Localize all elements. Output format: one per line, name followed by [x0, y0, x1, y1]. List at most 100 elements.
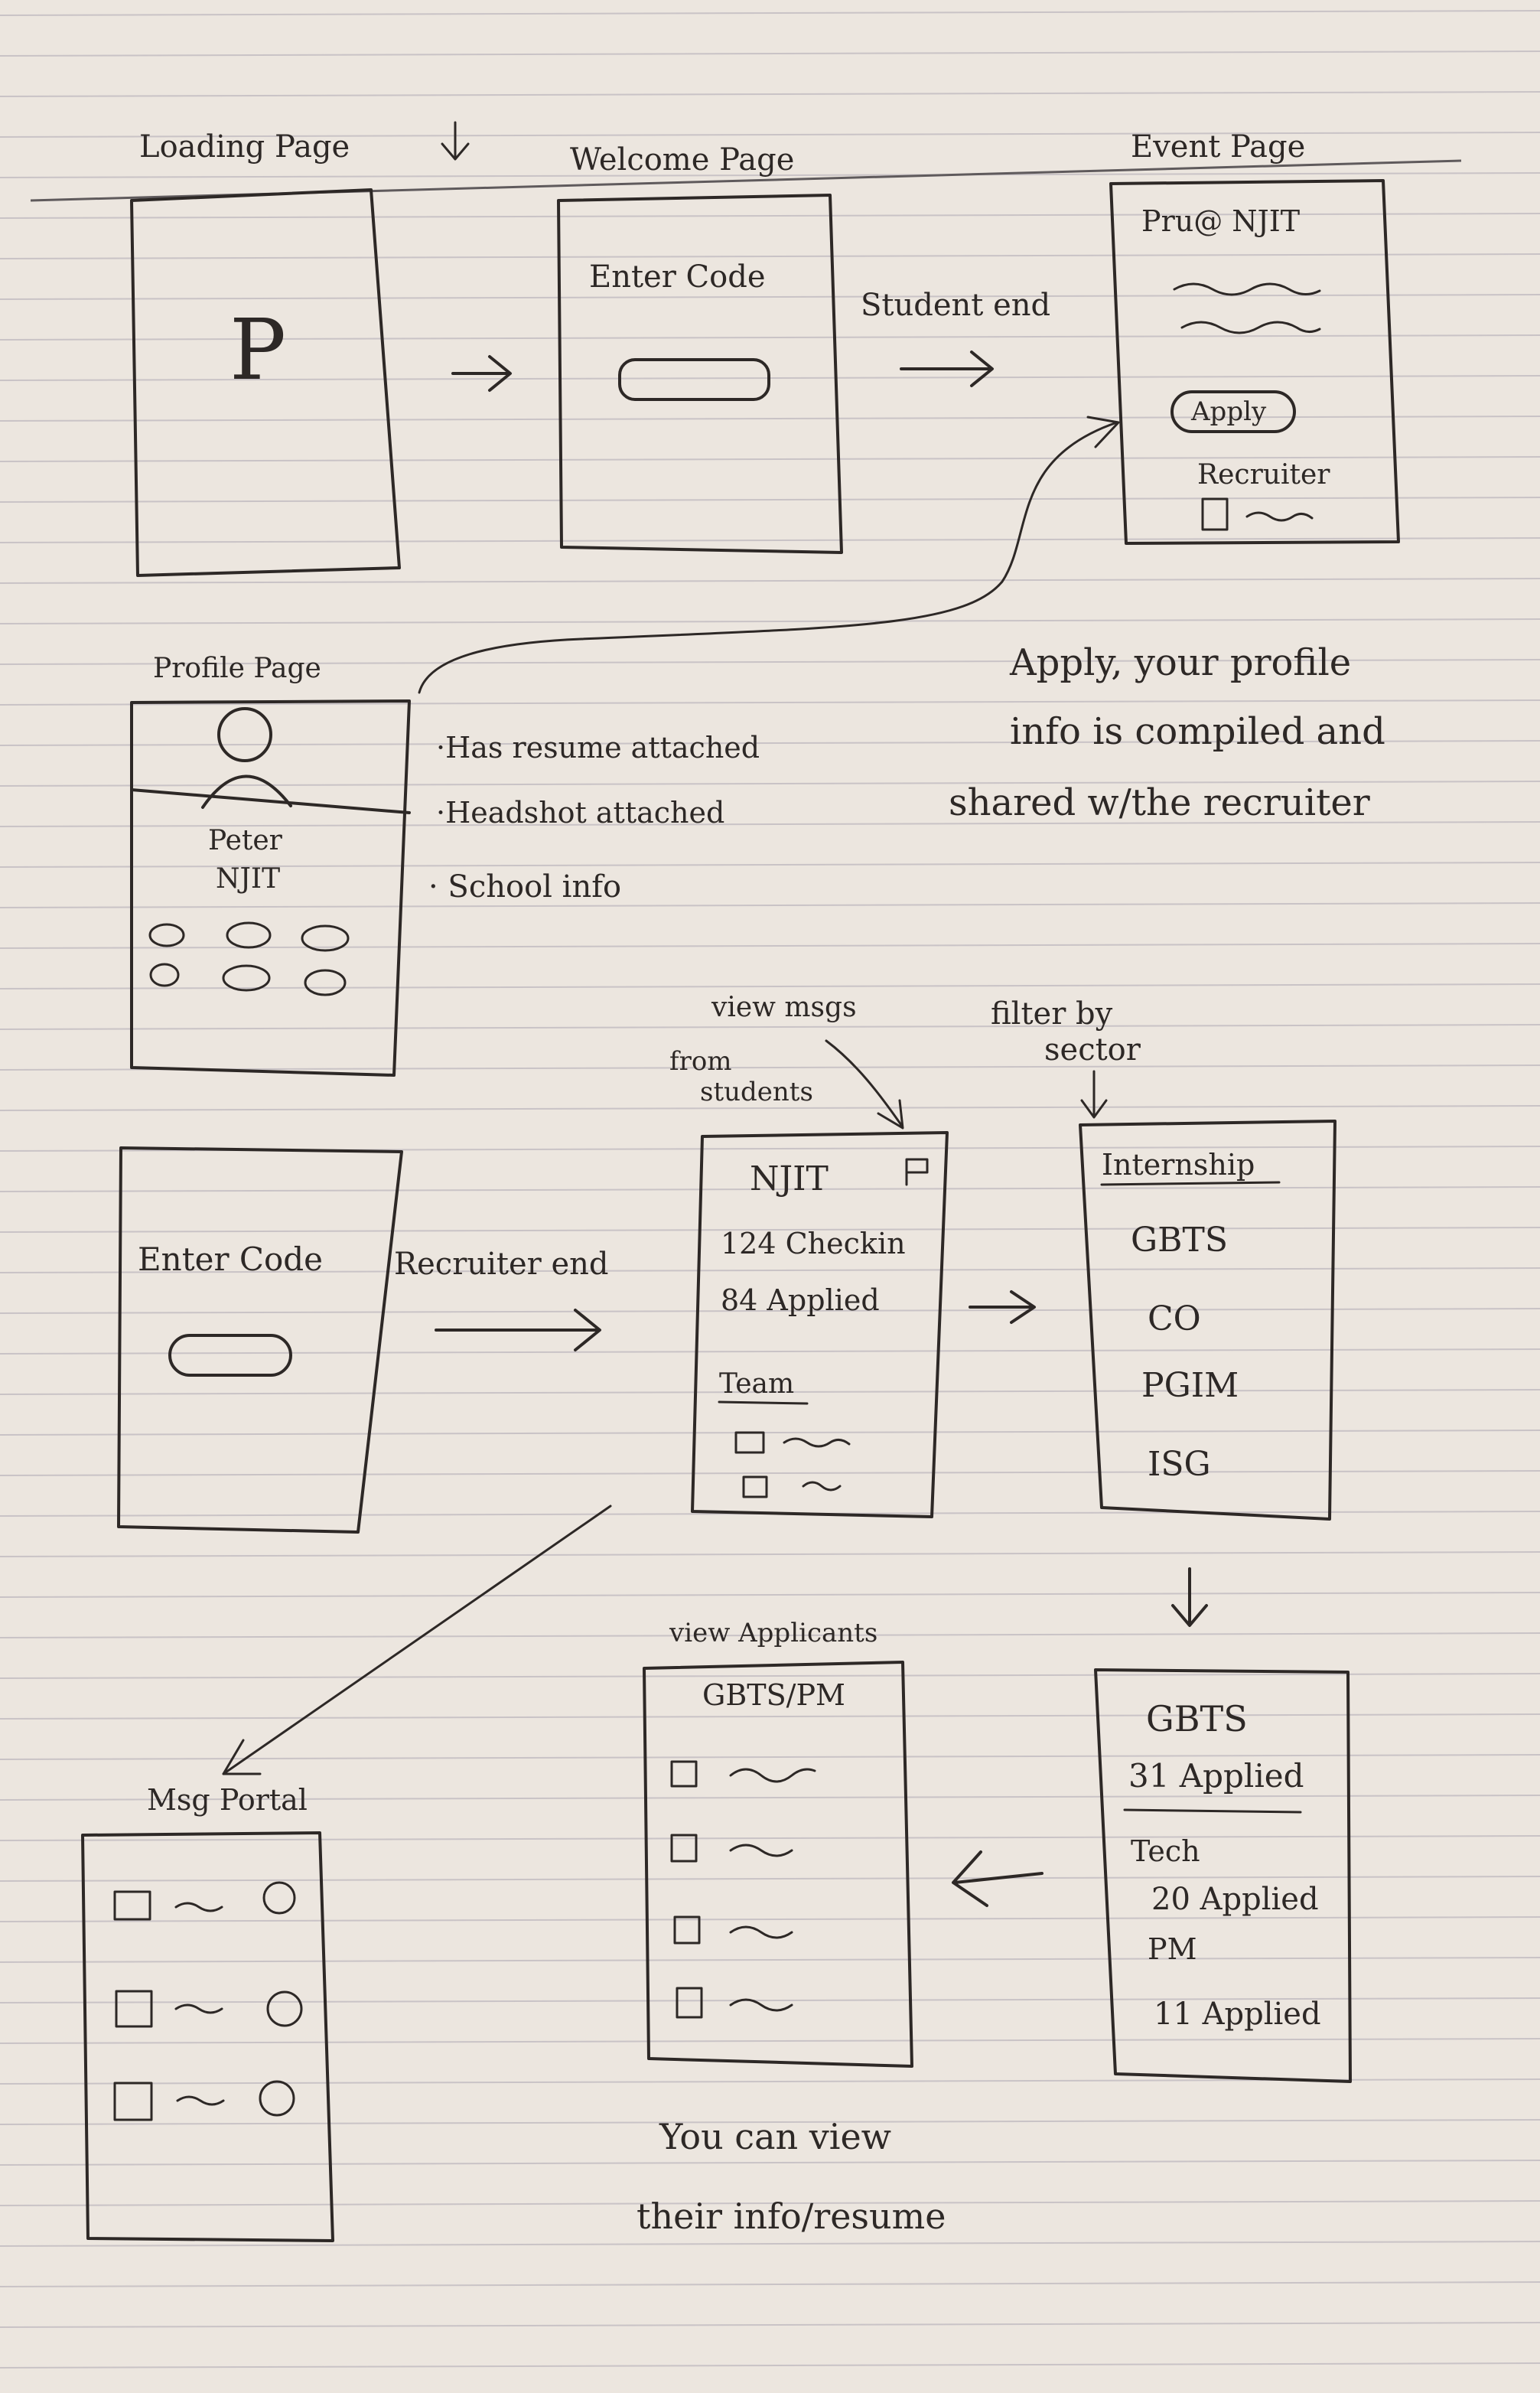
applicant-1-squiggle: [729, 1768, 816, 1783]
loading-page-title: Loading Page: [139, 129, 350, 165]
message-3-avatar-icon: [113, 2082, 153, 2121]
arrow-filter: [1080, 1070, 1108, 1119]
profile-note-school: · School info: [428, 869, 621, 905]
team-member-2-avatar-icon: [742, 1475, 768, 1498]
profile-badge-5: [222, 964, 271, 992]
dashboard-team-label: Team: [719, 1368, 794, 1400]
message-3-alert-icon[interactable]: [259, 2080, 295, 2117]
group-tech-name: Tech: [1131, 1834, 1200, 1868]
welcome-page-title: Welcome Page: [570, 142, 794, 178]
ruled-line: [0, 2241, 1540, 2247]
message-2-avatar-icon: [115, 1990, 153, 2028]
recruiter-dashboard-frame: [691, 1131, 949, 1518]
sector-detail-divider: [1123, 1808, 1302, 1814]
welcome-page-frame: [557, 194, 843, 554]
loading-logo: P: [230, 301, 286, 399]
sector-list-title: Internship: [1102, 1148, 1255, 1182]
sector-item-co[interactable]: CO: [1148, 1299, 1201, 1338]
ruled-line: [0, 2322, 1540, 2328]
ruled-line: [0, 1916, 1540, 1922]
group-pm-name[interactable]: PM: [1148, 1932, 1197, 1966]
ruled-line: [0, 781, 1540, 787]
arrow-loading-to-welcome: [451, 355, 512, 392]
applicant-3-avatar-icon[interactable]: [673, 1915, 701, 1945]
applicants-title: GBTS/PM: [702, 1678, 845, 1712]
ruled-line: [0, 578, 1540, 584]
ruled-line: [0, 1592, 1540, 1598]
ruled-line: [0, 1024, 1540, 1030]
event-description-squiggle-1: [1173, 282, 1321, 296]
dashboard-checked-in: 124 Checkin: [721, 1227, 906, 1260]
recruiter-name-squiggle: [1245, 511, 1314, 522]
arrow-detail-to-applicants: [952, 1850, 1043, 1907]
welcome-code-input[interactable]: [618, 358, 770, 401]
profile-badge-6: [304, 969, 347, 996]
ruled-line: [0, 1876, 1540, 1882]
ruled-line: [0, 213, 1540, 219]
ruled-line: [0, 1105, 1540, 1111]
from-students-note-line2: students: [700, 1077, 813, 1107]
applicant-1-avatar-icon[interactable]: [670, 1760, 698, 1788]
profile-note-headshot: ·Headshot attached: [436, 796, 724, 830]
message-3-squiggle: [176, 2095, 225, 2106]
ruled-line: [0, 132, 1540, 138]
ruled-line: [0, 1795, 1540, 1801]
apply-button-label: Apply: [1190, 396, 1267, 427]
sector-detail-applied: 31 Applied: [1128, 1757, 1304, 1795]
arrow-dashboard-to-msg-portal: [222, 1505, 612, 1775]
ruled-line: [0, 91, 1540, 97]
ruled-line: [0, 2038, 1540, 2044]
event-header: Pru@ NJIT: [1141, 204, 1300, 238]
ruled-line: [0, 2362, 1540, 2369]
team-member-1-avatar-icon: [734, 1431, 765, 1454]
ruled-line: [0, 10, 1540, 16]
team-member-1-squiggle: [783, 1437, 851, 1448]
applicant-4-squiggle: [729, 1998, 793, 2012]
apply-button[interactable]: [1170, 390, 1296, 433]
msg-portal-frame: [81, 1831, 334, 2242]
ruled-line: [0, 1267, 1540, 1273]
message-1-alert-icon[interactable]: [262, 1881, 296, 1915]
profile-note-resume: ·Has resume attached: [436, 731, 760, 765]
msg-portal-title: Msg Portal: [147, 1783, 308, 1817]
filter-note-line1: filter by: [991, 996, 1113, 1032]
message-2-alert-icon[interactable]: [266, 1990, 303, 2027]
message-2-squiggle: [174, 2003, 223, 2014]
ruled-line: [0, 1430, 1540, 1436]
recruiter-avatar-icon: [1201, 497, 1229, 531]
messages-flag-icon[interactable]: [905, 1158, 929, 1186]
event-description-squiggle-2: [1180, 321, 1321, 334]
recruiter-code-input[interactable]: [168, 1334, 292, 1377]
arrow-profile-to-event-head: [1086, 416, 1120, 448]
sector-item-gbts[interactable]: GBTS: [1131, 1221, 1228, 1260]
sector-detail-frame: [1094, 1668, 1352, 2083]
arrow-sectors-to-detail: [1171, 1567, 1208, 1627]
applicant-4-avatar-icon[interactable]: [676, 1987, 703, 2019]
ruled-line: [0, 862, 1540, 868]
team-member-2-squiggle: [802, 1481, 842, 1492]
sector-item-isg[interactable]: ISG: [1148, 1445, 1211, 1484]
ruled-line: [0, 294, 1540, 300]
ruled-line: [0, 51, 1540, 57]
view-msgs-note: view msgs: [711, 992, 857, 1023]
ruled-line: [0, 1673, 1540, 1679]
dashboard-applied: 84 Applied: [721, 1283, 880, 1317]
ruled-line: [0, 456, 1540, 462]
apply-note-line3: shared w/the recruiter: [949, 781, 1370, 824]
bottom-note-line2: their info/resume: [637, 2196, 946, 2237]
profile-school: NJIT: [216, 863, 280, 895]
from-students-note-line1: from: [669, 1046, 732, 1077]
profile-page-frame: [130, 699, 411, 1077]
ruled-line: [0, 740, 1540, 746]
apply-note-line2: info is compiled and: [1010, 710, 1385, 753]
event-page-title: Event Page: [1131, 129, 1305, 165]
welcome-enter-code: Enter Code: [589, 259, 766, 295]
applicant-2-avatar-icon[interactable]: [670, 1834, 698, 1863]
profile-badge-3: [301, 924, 350, 952]
ruled-line: [0, 416, 1540, 422]
profile-header-divider: [130, 788, 411, 814]
ruled-line: [0, 902, 1540, 908]
ruled-line: [0, 2119, 1540, 2125]
sector-item-pgim[interactable]: PGIM: [1141, 1366, 1239, 1405]
